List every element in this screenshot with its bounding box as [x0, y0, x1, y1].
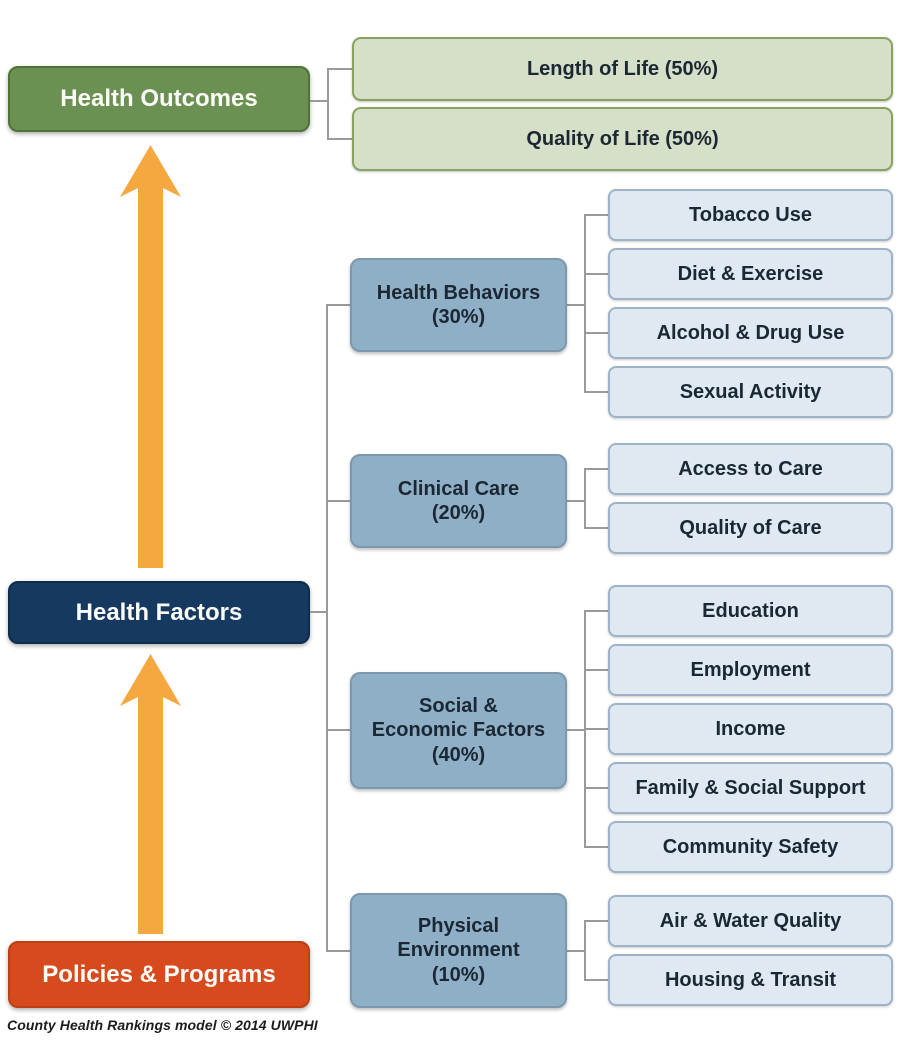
- leaf-tobacco-use: Tobacco Use: [608, 189, 893, 241]
- connector-line: [327, 68, 352, 70]
- connector-line: [584, 787, 608, 789]
- category-health-behaviors: Health Behaviors (30%): [350, 258, 567, 352]
- category-weight: (10%): [431, 963, 486, 986]
- leaf-community-safety: Community Safety: [608, 821, 893, 873]
- leaf-alcohol-drug-use: Alcohol & Drug Use: [608, 307, 893, 359]
- footer-credit: County Health Rankings model © 2014 UWPH…: [7, 1017, 318, 1033]
- connector-line: [584, 846, 608, 848]
- connector-line: [584, 669, 608, 671]
- connector-line: [584, 468, 608, 470]
- connector-line: [326, 304, 328, 952]
- leaf-diet-exercise: Diet & Exercise: [608, 248, 893, 300]
- category-label-line: Environment: [397, 939, 520, 962]
- connector-line: [584, 391, 608, 393]
- category-physical-environment: Physical Environment (10%): [350, 893, 567, 1008]
- category-label-line: Clinical Care: [397, 477, 520, 500]
- connector-line: [567, 304, 584, 306]
- node-policies-programs: Policies & Programs: [8, 941, 310, 1008]
- connector-line: [327, 68, 329, 140]
- connector-line: [326, 304, 350, 306]
- category-weight: (40%): [431, 743, 486, 766]
- connector-line: [326, 950, 350, 952]
- connector-line: [567, 950, 584, 952]
- category-social-economic-factors: Social & Economic Factors (40%): [350, 672, 567, 789]
- leaf-employment: Employment: [608, 644, 893, 696]
- category-label-line: Health Behaviors: [376, 281, 541, 304]
- leaf-quality-of-life: Quality of Life (50%): [352, 107, 893, 171]
- connector-line: [584, 214, 586, 393]
- connector-line: [584, 273, 608, 275]
- connector-line: [584, 610, 608, 612]
- connector-line: [310, 611, 327, 613]
- connector-line: [584, 979, 608, 981]
- connector-line: [584, 527, 608, 529]
- leaf-air-water-quality: Air & Water Quality: [608, 895, 893, 947]
- node-health-outcomes: Health Outcomes: [8, 66, 310, 132]
- category-weight: (20%): [431, 502, 486, 524]
- connector-line: [567, 500, 584, 502]
- connector-line: [310, 100, 328, 102]
- category-label-line: Physical: [417, 914, 500, 937]
- up-arrow-icon: [120, 145, 181, 568]
- leaf-education: Education: [608, 585, 893, 637]
- leaf-sexual-activity: Sexual Activity: [608, 366, 893, 418]
- leaf-quality-of-care: Quality of Care: [608, 502, 893, 554]
- connector-line: [584, 920, 608, 922]
- connector-line: [326, 729, 350, 731]
- category-label-line: Economic Factors: [371, 719, 546, 742]
- up-arrow-icon: [120, 654, 181, 934]
- leaf-income: Income: [608, 703, 893, 755]
- connector-line: [327, 138, 352, 140]
- node-health-factors: Health Factors: [8, 581, 310, 644]
- connector-line: [584, 214, 608, 216]
- connector-line: [584, 468, 586, 529]
- leaf-family-social-support: Family & Social Support: [608, 762, 893, 814]
- connector-line: [584, 728, 608, 730]
- connector-line: [584, 332, 608, 334]
- connector-line: [567, 729, 584, 731]
- category-clinical-care: Clinical Care (20%): [350, 454, 567, 548]
- category-weight: (30%): [431, 306, 486, 328]
- leaf-housing-transit: Housing & Transit: [608, 954, 893, 1006]
- category-label-line: Social &: [419, 694, 498, 717]
- leaf-length-of-life: Length of Life (50%): [352, 37, 893, 101]
- connector-line: [326, 500, 350, 502]
- connector-line: [584, 920, 586, 981]
- leaf-access-to-care: Access to Care: [608, 443, 893, 495]
